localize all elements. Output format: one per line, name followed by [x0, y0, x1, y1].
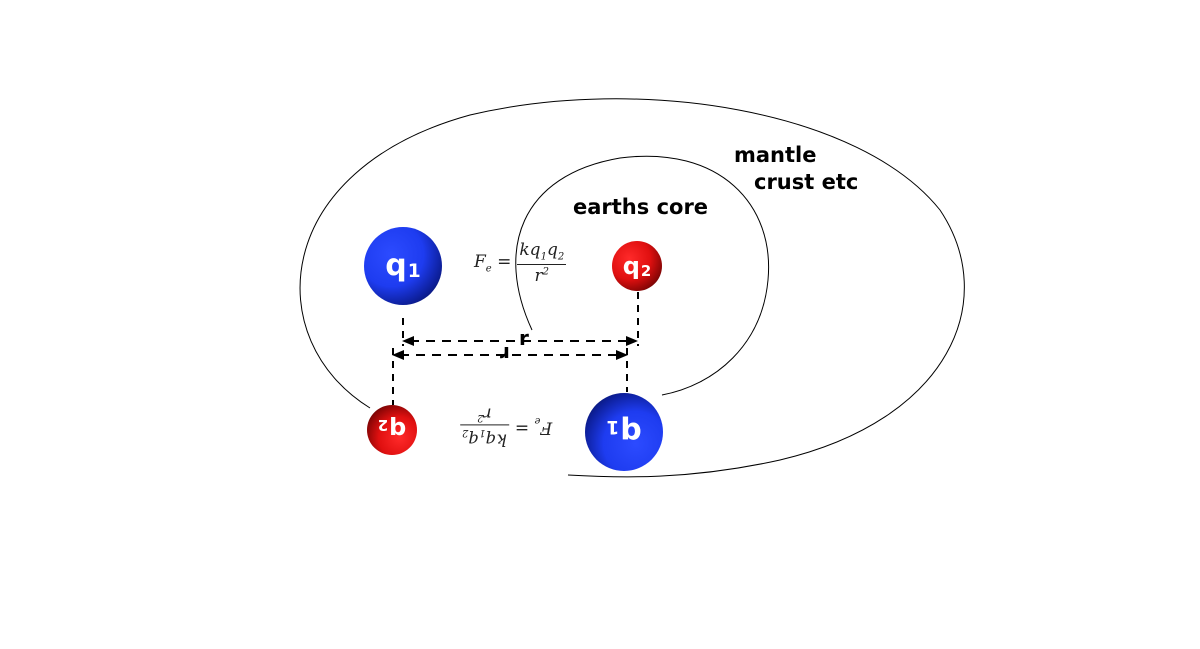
upper-arrowhead-right [626, 336, 638, 346]
charge-q1-lower-letter: q [620, 415, 642, 450]
formula-lower-den-r: r [483, 403, 492, 423]
charge-q2-upper-letter: q [622, 252, 640, 280]
formula-lower-lhs-symbol: F [540, 417, 553, 438]
formula-num-kq: kq [519, 240, 541, 260]
core-label: earths core [573, 195, 709, 219]
distance-label-upper: r [519, 326, 529, 350]
formula-lower-num-q: q [468, 429, 480, 450]
charge-q1-upper-sub: 1 [407, 261, 421, 283]
formula-lower-equals: = [514, 417, 530, 438]
charge-q1-upper-letter: q [385, 248, 407, 283]
formula-lower-lhs-sub: e [534, 415, 541, 426]
formula-lower-num-kq: kq [485, 429, 507, 450]
lower-arrowhead-right [616, 350, 628, 360]
distance-label-lower-inverted: r [500, 342, 510, 366]
charge-q2-lower-letter: q [389, 416, 407, 444]
core-outline [515, 155, 770, 396]
formula-num-q: q [546, 240, 558, 260]
upper-arrowhead-left [402, 336, 414, 346]
formula-den-exp: 2 [542, 266, 550, 278]
formula-lower-lhs: Fe = [515, 415, 552, 437]
formula-num-sub1: 1 [540, 251, 547, 263]
formula-equals: = [497, 252, 512, 272]
formula-lower-num-sub1: 1 [479, 427, 486, 438]
formula-lower-numerator: kq1q2 [460, 424, 509, 450]
formula-lower-num-sub2: 2 [462, 427, 469, 438]
formula-lhs-symbol: F [474, 252, 486, 272]
mantle-outline [299, 98, 965, 478]
mantle-label: mantle [734, 143, 817, 167]
charge-q2-lower-sub: 2 [377, 416, 389, 435]
coulomb-formula-lower-inverted: Fe = kq1q2 r2 [460, 403, 552, 450]
formula-lhs-sub: e [485, 263, 492, 275]
coulomb-formula-upper: Fe = kq1q2 r2 [474, 240, 567, 286]
formula-lower-denominator: r2 [477, 403, 492, 424]
formula-den-r: r [534, 266, 543, 287]
charge-q2-upper-sub: 2 [640, 261, 652, 280]
formula-num-sub2: 2 [557, 251, 565, 263]
formula-denominator: r2 [535, 265, 550, 286]
crust-label: crust etc [754, 170, 859, 194]
lower-arrowhead-left [392, 350, 404, 360]
formula-lhs: Fe = [474, 252, 511, 274]
charge-q1-lower-sub: 1 [606, 415, 620, 437]
formula-numerator: kq1q2 [517, 240, 567, 266]
formula-lower-fraction: kq1q2 r2 [460, 403, 509, 450]
formula-fraction: kq1q2 r2 [517, 240, 567, 286]
formula-lower-den-exp: 2 [477, 411, 484, 423]
